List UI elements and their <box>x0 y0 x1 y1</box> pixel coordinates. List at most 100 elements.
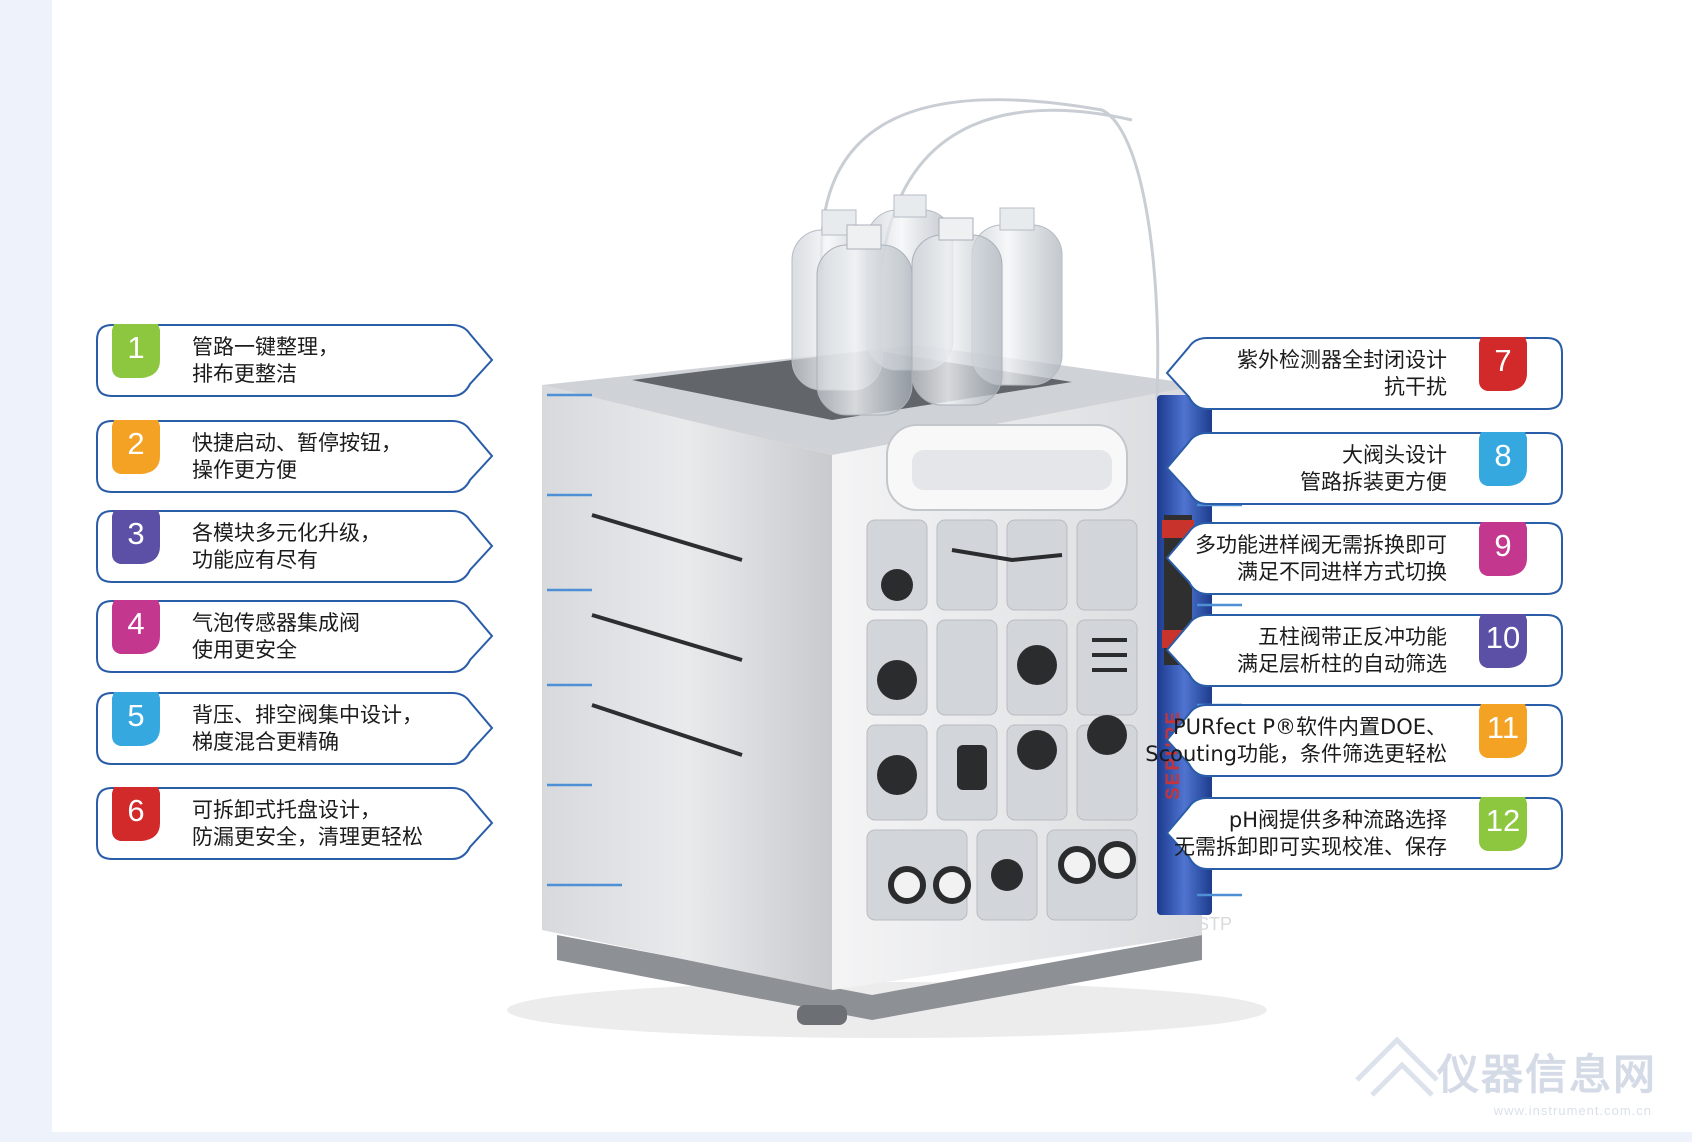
instrument-side <box>542 385 832 990</box>
callout-frame <box>1165 337 1563 410</box>
callout-9: 9 多功能进样阀无需拆换即可满足不同进样方式切换 <box>1152 520 1563 598</box>
callout-text: 紫外检测器全封闭设计抗干扰 <box>1237 347 1447 401</box>
callout-frame <box>96 324 494 397</box>
callout-frame <box>96 510 494 583</box>
callout-line: 大阀头设计 <box>1342 443 1447 467</box>
callout-4: 4 气泡传感器集成阀使用更安全 <box>92 598 494 676</box>
callout-8: 8 大阀头设计管路拆装更方便 <box>1152 430 1563 508</box>
callout-line: 操作更方便 <box>192 458 297 482</box>
callout-line: pH阀提供多种流路选择 <box>1228 808 1447 832</box>
callout-line: 背压、排空阀集中设计， <box>192 703 423 727</box>
number-badge-icon <box>1479 614 1527 668</box>
callout-line: 多功能进样阀无需拆换即可 <box>1195 533 1447 557</box>
hardware-lines <box>951 548 1127 672</box>
solvent-bottles <box>791 194 1063 416</box>
callout-text: 各模块多元化升级， 功能应有尽有 <box>192 520 381 574</box>
foot-left <box>797 1005 847 1025</box>
callout-line: Scouting功能，条件筛选更轻松 <box>1145 742 1447 766</box>
callout-text: 五柱阀带正反冲功能满足层析柱的自动筛选 <box>1237 624 1447 678</box>
valve-heads <box>877 569 1136 904</box>
number-badge-icon <box>112 510 160 564</box>
callout-number: 7 <box>1494 343 1512 378</box>
watermark-logo <box>1355 1036 1439 1097</box>
callout-line: 满足层析柱的自动筛选 <box>1237 652 1447 676</box>
callout-number: 12 <box>1485 803 1521 838</box>
callout-line: 快捷启动、暂停按钮， <box>192 431 402 455</box>
callout-number: 10 <box>1485 620 1521 655</box>
callout-text: PURfect P®软件内置DOE、 Scouting功能，条件筛选更轻松 <box>1145 714 1447 768</box>
callout-line: 可拆卸式托盘设计， <box>192 798 381 822</box>
number-badge-icon <box>1479 797 1527 851</box>
callout-text: 快捷启动、暂停按钮， 操作更方便 <box>192 430 402 484</box>
number-badge-icon <box>1479 432 1527 486</box>
callout-7: 7 紫外检测器全封闭设计抗干扰 <box>1152 335 1563 413</box>
callout-10: 10 五柱阀带正反冲功能满足层析柱的自动筛选 <box>1152 612 1563 690</box>
callout-line: 功能应有尽有 <box>192 548 318 572</box>
callout-number: 4 <box>127 606 145 641</box>
number-badge-icon <box>1479 337 1527 391</box>
page-canvas: STP SEPURE 仪器信息网 www.instrument.com.cn 1… <box>52 0 1692 1132</box>
callout-frame <box>96 600 494 673</box>
callout-number: 6 <box>127 793 145 828</box>
callout-text: 气泡传感器集成阀使用更安全 <box>192 610 360 664</box>
callout-line: 抗干扰 <box>1384 375 1447 399</box>
callout-line: 无需拆卸即可实现校准、保存 <box>1174 835 1447 859</box>
callout-6: 6 可拆卸式托盘设计， 防漏更安全，清理更轻松 <box>92 785 494 863</box>
base-label: STP <box>1197 914 1232 934</box>
callout-number: 2 <box>127 426 145 461</box>
number-badge-icon <box>1479 704 1527 758</box>
callout-text: pH阀提供多种流路选择无需拆卸即可实现校准、保存 <box>1174 807 1447 861</box>
callout-number: 8 <box>1494 438 1512 473</box>
number-badge-icon <box>112 692 160 746</box>
callout-line: 紫外检测器全封闭设计 <box>1237 348 1447 372</box>
callout-text: 背压、排空阀集中设计， 梯度混合更精确 <box>192 702 423 756</box>
callout-frame <box>1165 432 1563 505</box>
callout-12: 12 pH阀提供多种流路选择无需拆卸即可实现校准、保存 <box>1152 795 1563 873</box>
callout-11: 11 PURfect P®软件内置DOE、 Scouting功能，条件筛选更轻松 <box>1145 702 1563 780</box>
callout-number: 1 <box>127 330 145 365</box>
callout-line: 气泡传感器集成阀 <box>192 611 360 635</box>
callout-frame <box>1165 797 1563 870</box>
callout-frame <box>1165 522 1563 595</box>
callout-line: 各模块多元化升级， <box>192 521 381 545</box>
number-badge-icon <box>112 787 160 841</box>
callout-line: 管路拆装更方便 <box>1300 470 1447 494</box>
callout-frame <box>1165 704 1563 777</box>
callout-frame <box>96 692 494 765</box>
callout-2: 2 快捷启动、暂停按钮， 操作更方便 <box>92 418 494 496</box>
watermark-text: 仪器信息网 <box>1436 1050 1657 1099</box>
callout-number: 5 <box>127 698 145 733</box>
callout-number: 9 <box>1494 528 1512 563</box>
callout-text: 多功能进样阀无需拆换即可满足不同进样方式切换 <box>1195 532 1447 586</box>
instrument-illustration: STP <box>507 98 1439 1097</box>
callout-3: 3 各模块多元化升级， 功能应有尽有 <box>92 508 494 586</box>
callout-frame <box>1165 614 1563 687</box>
callout-5: 5 背压、排空阀集中设计， 梯度混合更精确 <box>92 690 494 768</box>
number-badge-icon <box>112 600 160 654</box>
callout-line: 管路一键整理， <box>192 335 339 359</box>
callout-line: 使用更安全 <box>192 638 297 662</box>
callout-frame <box>96 787 494 860</box>
side-groove-3 <box>591 703 743 757</box>
callout-number: 11 <box>1486 710 1520 745</box>
callout-line: 防漏更安全，清理更轻松 <box>192 825 423 849</box>
callout-frame <box>96 420 494 493</box>
callout-1: 1 管路一键整理， 排布更整洁 <box>92 322 494 400</box>
side-groove-2 <box>591 613 743 662</box>
number-badge-icon <box>112 324 160 378</box>
watermark-url: www.instrument.com.cn <box>1493 1103 1652 1118</box>
callout-text: 管路一键整理， 排布更整洁 <box>192 334 339 388</box>
callout-line: 梯度混合更精确 <box>192 730 339 754</box>
callout-text: 大阀头设计管路拆装更方便 <box>1300 442 1447 496</box>
callout-number: 3 <box>127 516 145 551</box>
number-badge-icon <box>1479 522 1527 576</box>
callout-line: PURfect P®软件内置DOE、 <box>1172 715 1447 739</box>
tubing-1 <box>819 98 1160 401</box>
side-groove-1 <box>591 513 743 562</box>
number-badge-icon <box>112 420 160 474</box>
callout-line: 排布更整洁 <box>192 362 297 386</box>
callout-line: 五柱阀带正反冲功能 <box>1258 625 1447 649</box>
callout-text: 可拆卸式托盘设计， 防漏更安全，清理更轻松 <box>192 797 423 851</box>
callout-line: 满足不同进样方式切换 <box>1237 560 1447 584</box>
base-tray <box>557 935 1202 1020</box>
